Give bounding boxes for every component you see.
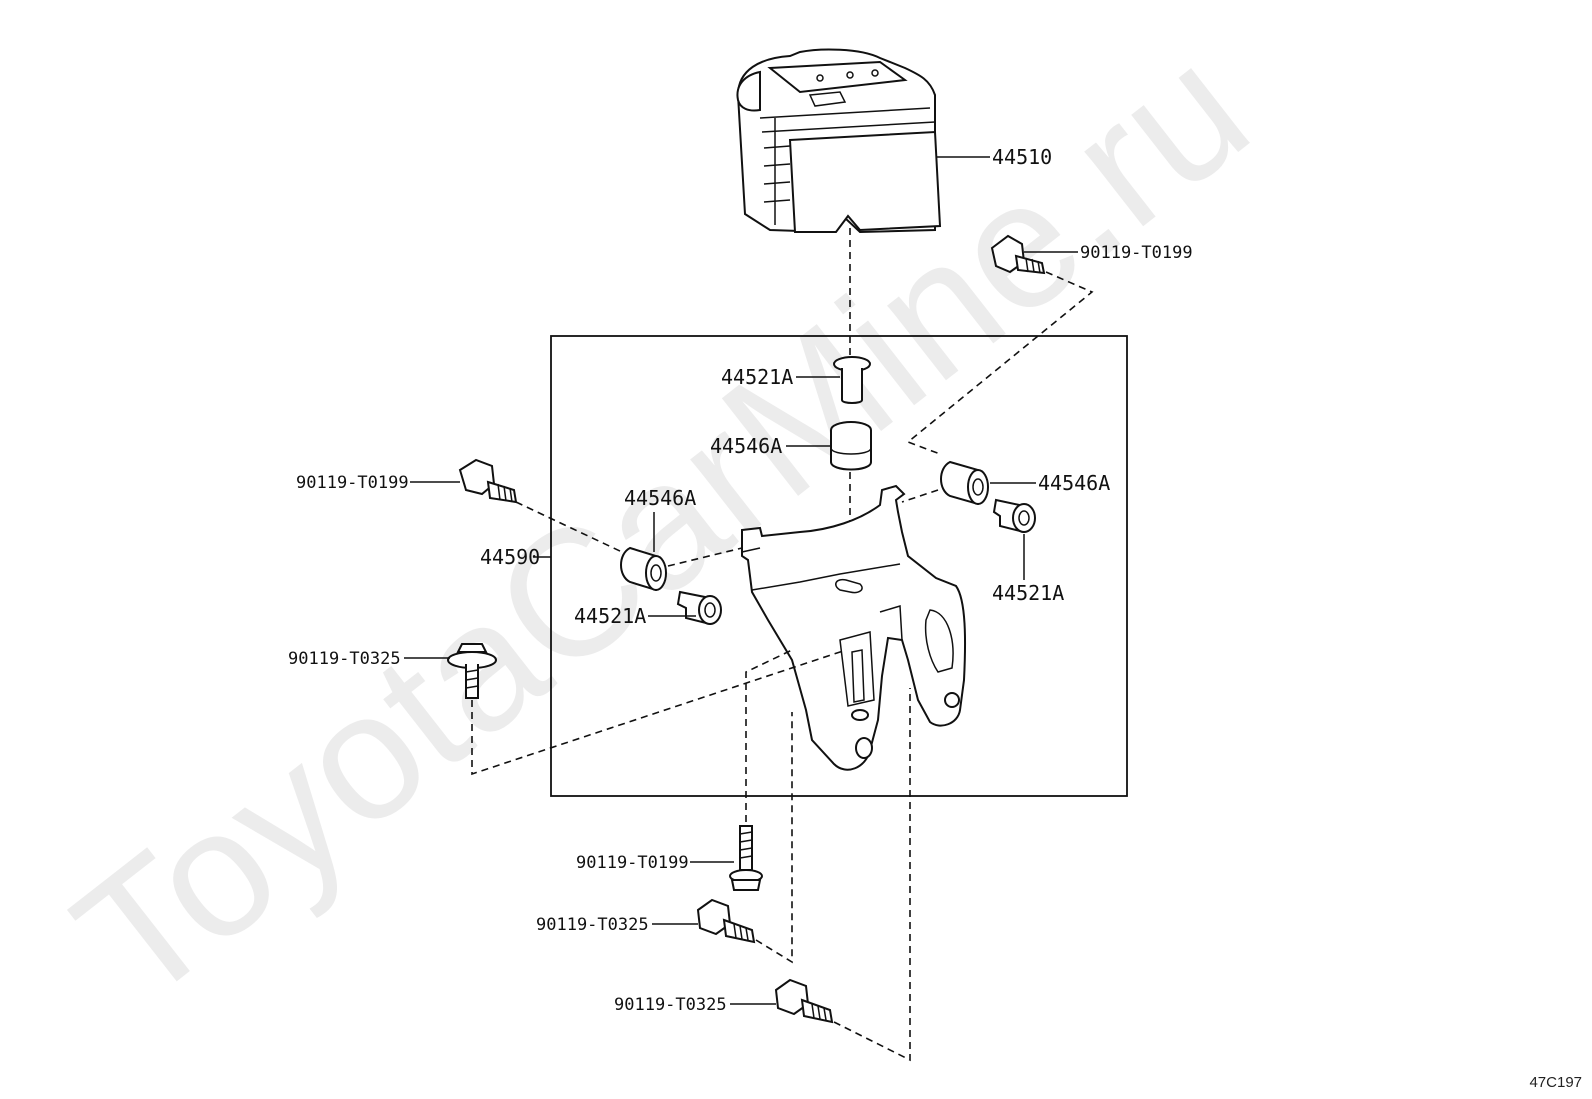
- watermark-text: ToyotaCarMine.ru: [40, 8, 1283, 1041]
- label-44590: 44590: [480, 545, 540, 569]
- label-44510: 44510: [992, 145, 1052, 169]
- label-90119-T0199-left: 90119-T0199: [296, 473, 409, 493]
- label-44546A-right: 44546A: [1038, 471, 1110, 495]
- label-44521A-right: 44521A: [992, 581, 1064, 605]
- collar-right-icon: [992, 498, 1036, 534]
- label-44521A-center: 44521A: [721, 365, 793, 389]
- bolt-top-right-icon: [990, 234, 1046, 275]
- label-90119-T0199-bottom-1: 90119-T0199: [576, 853, 689, 873]
- bolt-bottom-1-icon: [729, 825, 763, 891]
- bolt-left-icon: [458, 458, 518, 504]
- label-90119-T0325-bottom-2: 90119-T0325: [536, 915, 649, 935]
- cushion-right-icon: [940, 460, 989, 506]
- bolt-left-lower-icon: [447, 643, 497, 699]
- figure-code: 47C197: [1529, 1074, 1582, 1091]
- cushion-center-icon: [830, 421, 872, 471]
- label-90119-T0325-bottom-3: 90119-T0325: [614, 995, 727, 1015]
- abs-actuator-icon: [736, 48, 942, 234]
- collar-center-icon: [833, 356, 871, 404]
- cushion-left-icon: [620, 546, 667, 592]
- label-44546A-left: 44546A: [624, 486, 696, 510]
- bracket-icon: [741, 484, 967, 771]
- label-44521A-left: 44521A: [574, 604, 646, 628]
- label-90119-T0325-left-lower: 90119-T0325: [288, 649, 401, 669]
- label-44546A-center: 44546A: [710, 434, 782, 458]
- bolt-bottom-2-icon: [696, 898, 756, 944]
- bolt-bottom-3-icon: [774, 978, 834, 1024]
- label-90119-T0199-top-right: 90119-T0199: [1080, 243, 1193, 263]
- bracket-group-box: [550, 335, 1128, 797]
